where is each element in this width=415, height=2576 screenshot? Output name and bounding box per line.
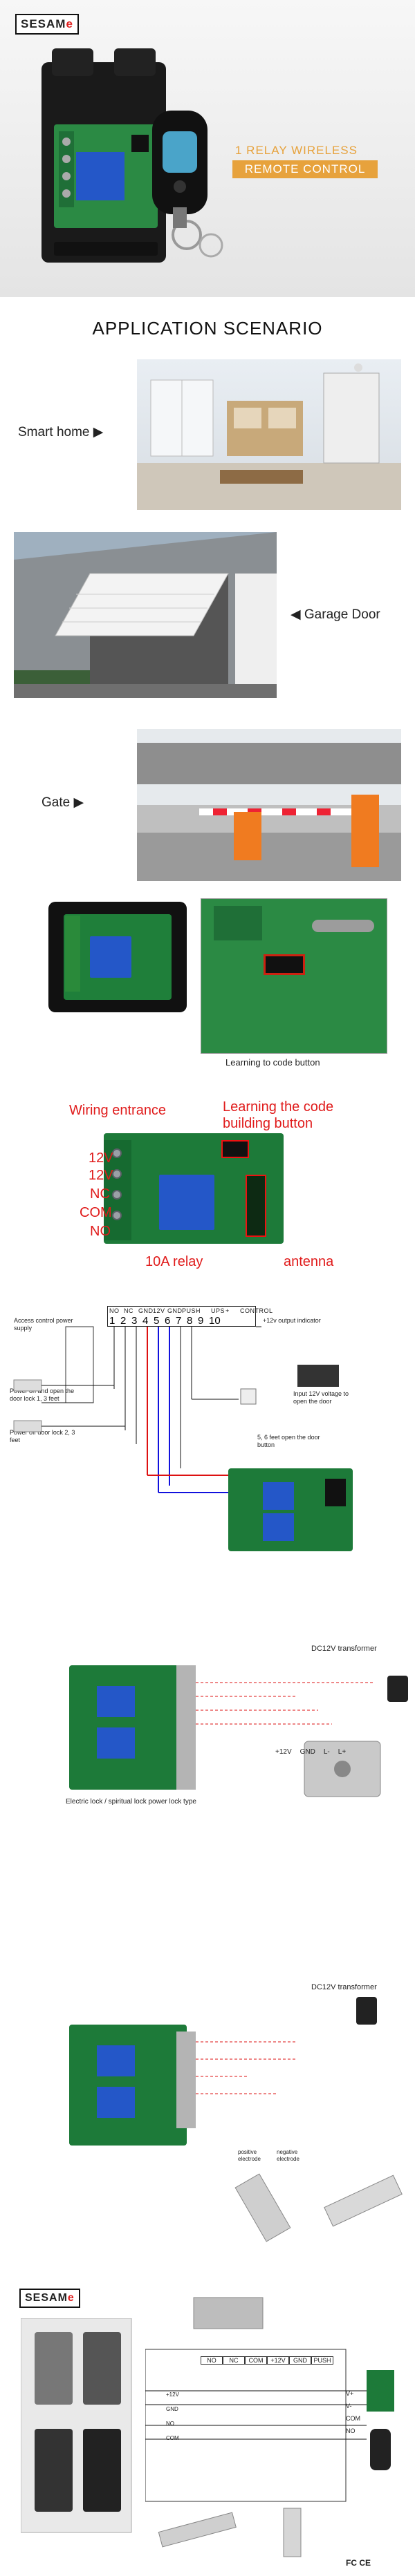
remote-keyfob-illustration	[152, 111, 223, 258]
brand-logo: SESAMe	[15, 14, 79, 35]
positive-electrode-label: positive electrode	[238, 2149, 261, 2162]
transformer2-diagram	[69, 1997, 377, 2146]
output-indicator-label: +12v output indicator	[263, 1317, 321, 1324]
bottom-terminal: +12V	[267, 2356, 289, 2365]
learning-button-caption: Learning to code button	[225, 1057, 320, 1068]
exit-button-label: 5, 6 feet open the door button	[257, 1434, 320, 1448]
magnetic-lock-illustration	[234, 2173, 403, 2242]
terminal-name: UPS	[211, 1307, 225, 1314]
terminal-number: 7	[176, 1315, 181, 1327]
relay-label: 10A relay	[145, 1254, 203, 1269]
keypad-readers-illustration	[21, 2318, 132, 2533]
terminal-name: NC	[124, 1307, 133, 1314]
terminal-name: GND	[167, 1307, 183, 1314]
negative-electrode-label: negative electrode	[277, 2149, 299, 2162]
bottom-right-labels: V+ V- COM NO	[346, 2387, 360, 2437]
terminal-name: +	[225, 1307, 230, 1314]
terminal-label-nc: NC	[90, 1186, 110, 1202]
transformer1-terminal: L+	[338, 1748, 347, 1756]
transformer1-terminal: L-	[323, 1748, 330, 1756]
lock-type-caption: Electric lock / spiritual lock power loc…	[66, 1798, 196, 1806]
learning-button-zoom-photo	[201, 898, 387, 1054]
smart-home-photo	[137, 359, 401, 510]
terminal-number: 5	[154, 1315, 159, 1327]
bottom-right-label: COM	[346, 2415, 360, 2422]
wiring-entrance-label: Wiring entrance	[69, 1103, 167, 1118]
receiver-module-illustration	[42, 48, 166, 263]
bottom-right-label: V-	[346, 2403, 352, 2409]
bottom-terminal: NC	[223, 2356, 245, 2365]
terminal-label-12v-a: 12V	[89, 1150, 113, 1166]
power-on-lock-label: Power on and open the door lock 1, 3 fee…	[10, 1388, 75, 1402]
terminal-number: 1	[109, 1315, 115, 1327]
terminal-name: -	[196, 1307, 199, 1314]
terminal-name: GND	[138, 1307, 154, 1314]
terminal-name: PUSH	[182, 1307, 201, 1314]
terminal-label-com: COM	[80, 1205, 112, 1220]
certification-marks: FC CE	[346, 2558, 371, 2568]
bottom-left-label: COM	[166, 2435, 179, 2441]
transformer1-label: DC12V transformer	[311, 1645, 377, 1653]
bottom-right-label: V+	[346, 2390, 354, 2397]
bottom-right-label: NO	[346, 2427, 356, 2434]
terminal-name: NO	[109, 1307, 120, 1314]
access-supply-label: Access control power supply	[14, 1317, 73, 1332]
bottom-brand-logo: SESAMe	[19, 2289, 80, 2308]
bottom-left-label: NO	[166, 2421, 174, 2427]
hero-title: 1 RELAY WIRELESS	[235, 144, 358, 157]
transformer1-terminal: +12V	[275, 1748, 292, 1756]
labeled-pcb-board	[104, 1133, 284, 1244]
terminal-number: 9	[198, 1315, 203, 1327]
hero-banner: SESAMe 1 RELAY WIRELESS REMOTE CONTROL	[0, 0, 415, 297]
hero-subtitle: REMOTE CONTROL	[232, 160, 378, 178]
access-control-wiring	[145, 2297, 394, 2557]
power-off-lock-label: Power off door lock 2, 3 feet	[10, 1429, 75, 1443]
terminal-number: 6	[165, 1315, 170, 1327]
transformer2-label: DC12V transformer	[311, 1983, 377, 1991]
bottom-terminal: COM	[245, 2356, 267, 2365]
learning-button-label: Learning the code building button	[223, 1099, 334, 1131]
input-12v-label: Input 12V voltage to open the door	[293, 1390, 349, 1405]
terminal-number: 8	[187, 1315, 192, 1327]
terminal-number: 3	[131, 1315, 137, 1327]
scene-label-gate: Gate ▶	[42, 795, 84, 810]
scene-label-smart-home: Smart home ▶	[18, 425, 104, 439]
transformer1-diagram	[69, 1665, 408, 1797]
bottom-terminal: PUSH	[311, 2356, 333, 2365]
scene-label-garage-door: ◀ Garage Door	[290, 607, 380, 622]
terminal-number: 2	[120, 1315, 126, 1327]
bottom-terminal: GND	[289, 2356, 311, 2365]
terminal-number: 4	[142, 1315, 148, 1327]
application-scenario-heading: APPLICATION SCENARIO	[92, 318, 323, 339]
transformer1-terminals: +12V GND L- L+	[275, 1748, 354, 1756]
transformer1-terminal: GND	[299, 1748, 315, 1756]
garage-door-photo	[14, 532, 277, 698]
bottom-left-label: GND	[166, 2406, 178, 2412]
bottom-left-label: +12V	[166, 2392, 179, 2398]
module-housing-photo	[48, 902, 187, 1012]
terminal-name: 12V	[153, 1307, 165, 1314]
antenna-label: antenna	[284, 1254, 334, 1269]
bottom-terminal: NO	[201, 2356, 223, 2365]
terminal-name: CONTROL	[240, 1307, 273, 1314]
terminal-number: 10	[209, 1315, 221, 1327]
bottom-left-labels: +12V GND NO COM	[166, 2387, 179, 2445]
terminal-label-12v-b: 12V	[89, 1168, 113, 1183]
terminal-label-no: NO	[90, 1224, 111, 1239]
gate-photo	[137, 729, 401, 881]
